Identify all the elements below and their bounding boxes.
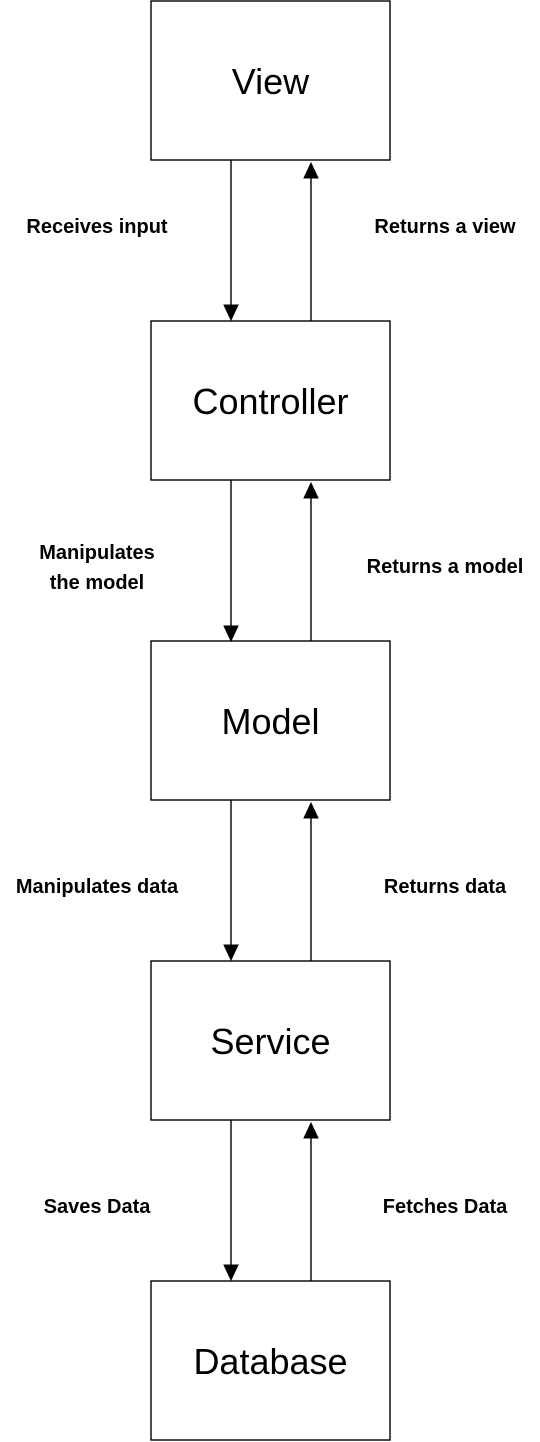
edge-label-manipulates-the-model-line1: Manipulates — [39, 542, 155, 564]
arrow-up-icon — [303, 1121, 319, 1139]
edge-label-returns-a-view: Returns a view — [374, 216, 516, 238]
edge-label-returns-a-model: Returns a model — [367, 556, 524, 578]
edge-label-saves-data: Saves Data — [44, 1196, 152, 1218]
edge-controller-to-model — [223, 480, 239, 643]
node-service-box — [150, 960, 391, 1121]
edge-controller-to-view — [303, 161, 319, 321]
arrow-down-icon — [223, 625, 239, 643]
arrow-up-icon — [303, 481, 319, 499]
node-controller-box — [150, 320, 391, 481]
arrow-down-icon — [223, 304, 239, 322]
node-model[interactable]: Model — [150, 640, 391, 801]
node-database[interactable]: Database — [150, 1280, 391, 1441]
edge-service-to-model — [303, 801, 319, 961]
node-database-label: Database — [193, 1341, 347, 1382]
edge-model-to-controller — [303, 481, 319, 641]
node-service[interactable]: Service — [150, 960, 391, 1121]
node-database-box — [150, 1280, 391, 1441]
edge-label-manipulates-the-model-line2: the model — [50, 572, 144, 594]
node-view-box — [150, 0, 391, 161]
node-view-label: View — [232, 61, 310, 102]
node-controller-label: Controller — [192, 381, 348, 422]
arrow-down-icon — [223, 944, 239, 962]
arrow-up-icon — [303, 161, 319, 179]
edge-label-manipulates-data: Manipulates data — [16, 876, 179, 898]
edge-model-to-service — [223, 800, 239, 962]
edge-service-to-database — [223, 1120, 239, 1282]
edge-view-to-controller — [223, 160, 239, 322]
edge-database-to-service — [303, 1121, 319, 1281]
node-controller[interactable]: Controller — [150, 320, 391, 481]
node-model-label: Model — [221, 701, 319, 742]
node-view[interactable]: View — [150, 0, 391, 161]
edge-label-fetches-data: Fetches Data — [383, 1196, 508, 1218]
arrow-up-icon — [303, 801, 319, 819]
edge-label-receives-input: Receives input — [26, 216, 168, 238]
node-service-label: Service — [210, 1021, 330, 1062]
arrow-down-icon — [223, 1264, 239, 1282]
node-model-box — [150, 640, 391, 801]
edge-label-returns-data: Returns data — [384, 876, 507, 898]
